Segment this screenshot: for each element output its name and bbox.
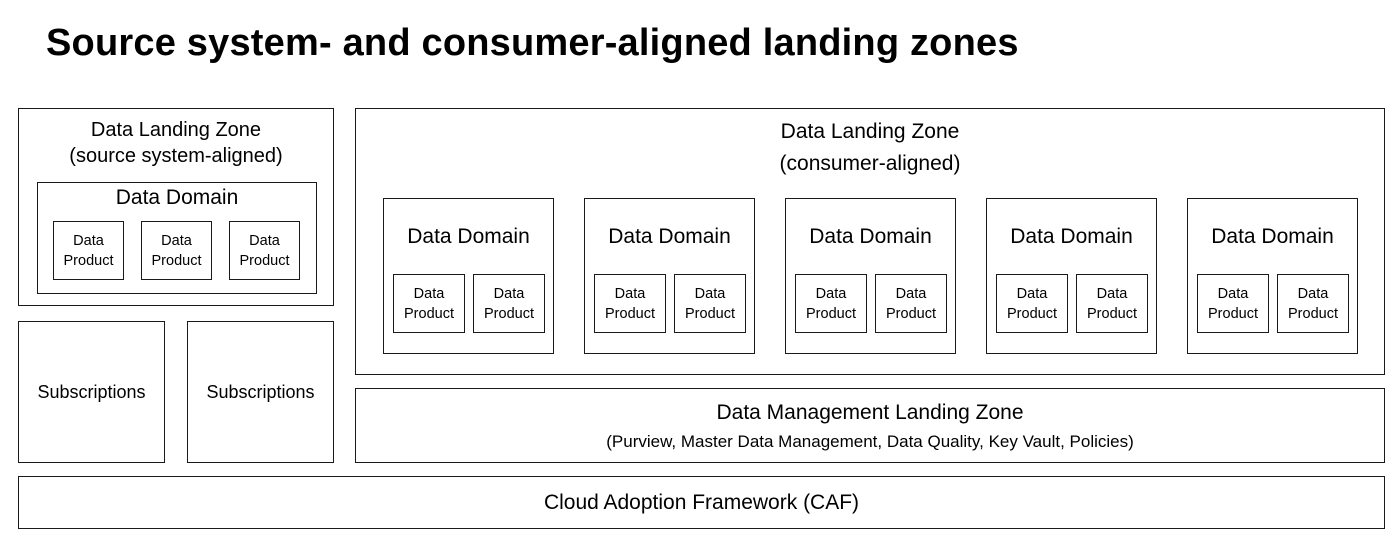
- subscriptions-box: Subscriptions: [187, 321, 334, 463]
- subscriptions-box: Subscriptions: [18, 321, 165, 463]
- domain-label: Data Domain: [608, 225, 731, 248]
- domain-label: Data Domain: [407, 225, 530, 248]
- consumer-zone-title: Data Landing Zone: [780, 120, 960, 143]
- management-zone-title: Data Management Landing Zone: [716, 401, 1024, 424]
- domain-label: Data Domain: [1010, 225, 1133, 248]
- domain-label: Data Domain: [1211, 225, 1334, 248]
- subscriptions-label: Subscriptions: [206, 382, 315, 402]
- source-zone-subtitle: (source system-aligned): [69, 145, 283, 167]
- page-title: Source system- and consumer-aligned land…: [46, 22, 1019, 64]
- data-management-landing-zone: Data Management Landing Zone (Purview, M…: [355, 388, 1385, 463]
- consumer-zone-subtitle: (consumer-aligned): [779, 152, 961, 175]
- cloud-adoption-framework: Cloud Adoption Framework (CAF): [18, 476, 1385, 529]
- subscriptions-label: Subscriptions: [37, 382, 146, 402]
- management-zone-subtitle: (Purview, Master Data Management, Data Q…: [606, 432, 1134, 451]
- source-domain-label: Data Domain: [115, 186, 239, 209]
- source-landing-zone: Data Landing Zone (source system-aligned…: [18, 108, 334, 306]
- domain-label: Data Domain: [809, 225, 932, 248]
- source-zone-title: Data Landing Zone: [90, 119, 262, 141]
- consumer-landing-zone: Data Landing Zone (consumer-aligned) Dat…: [355, 108, 1385, 375]
- caf-label: Cloud Adoption Framework (CAF): [543, 490, 860, 514]
